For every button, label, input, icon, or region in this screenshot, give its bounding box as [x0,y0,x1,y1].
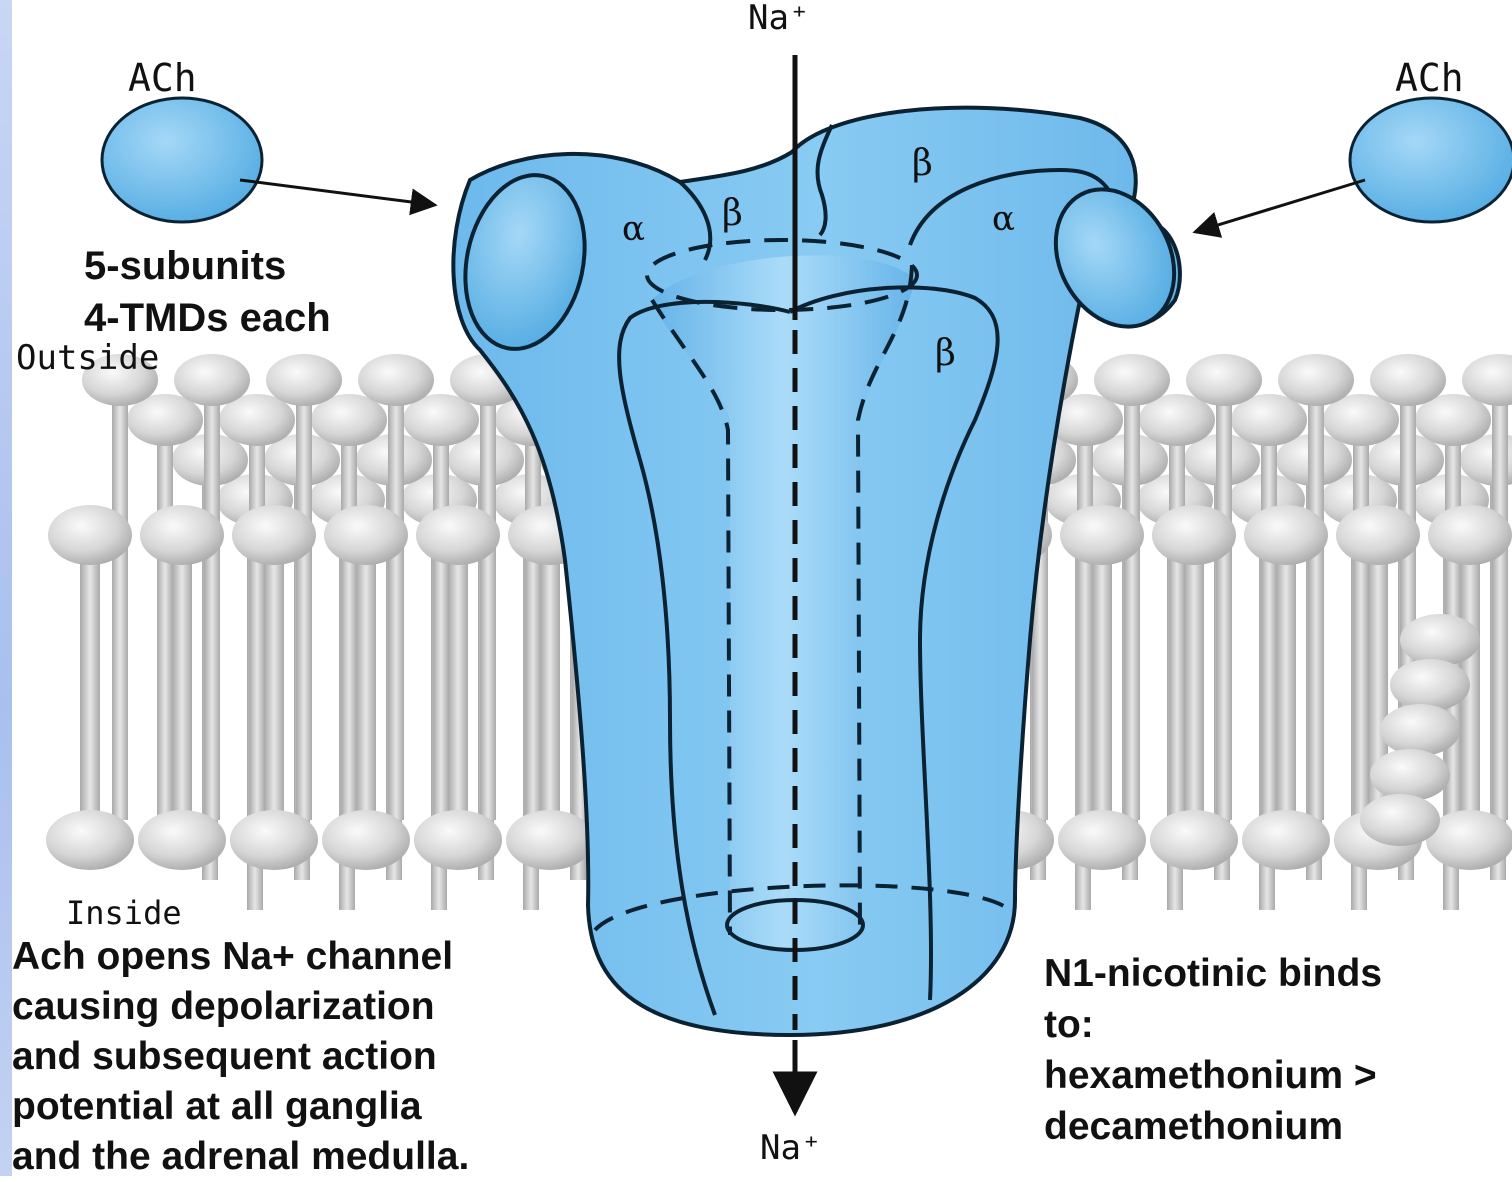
ach-arrow-right [1195,180,1365,232]
lipid-head [1370,354,1446,406]
outside-label: Outside [16,338,159,378]
lipid-head [358,354,434,406]
lipid-head [1242,810,1330,870]
right-note-line: hexamethonium > [1044,1050,1382,1101]
lipid-tail [1124,400,1140,820]
left-note-line: and subsequent action [12,1032,469,1082]
lipid-tail [1276,560,1296,820]
label-alpha-left: α [622,209,645,249]
lipid-tail [356,560,376,820]
lipid-head [48,505,132,565]
lipid-head [1152,505,1236,565]
ach-molecule-right [1350,98,1512,222]
lipid-tail [1092,560,1112,820]
lipid-tail [1492,400,1508,820]
right-note-line: decamethonium [1044,1101,1382,1152]
na-top-label: Na⁺ [748,0,809,38]
lipid-head [1360,794,1440,846]
lipid-tail [1184,560,1204,820]
inside-label: Inside [66,894,182,932]
lipid-tail [341,440,357,850]
lipid-tail [264,560,284,820]
lipid-tail [448,560,468,820]
lipid-head [174,354,250,406]
label-alpha-right: α [992,199,1015,239]
lipid-tail [1261,440,1277,850]
lipid-tail [1077,440,1093,850]
lipid-tail [540,560,560,820]
lipid-tail [1169,440,1185,850]
lipid-head [1244,505,1328,565]
lipid-head [414,810,502,870]
lipid-head [1278,354,1354,406]
label-beta-mid: β [722,193,743,234]
lipid-head [1186,354,1262,406]
subunits-label: 5-subunits [84,244,286,289]
lipid-head [1150,810,1238,870]
lipid-tail [80,560,100,820]
lipid-tail [1216,400,1232,820]
lipid-tail [1353,440,1369,850]
lipid-tail [525,440,541,850]
lipid-head [1058,810,1146,870]
lipid-tail [388,400,404,820]
ach-left-label: ACh [128,56,197,100]
lipid-tail [112,400,128,820]
lipid-head [1094,354,1170,406]
lipid-tail [433,440,449,850]
lipid-tail [1308,400,1324,820]
left-note: Ach opens Na+ channel causing depolariza… [12,932,469,1182]
lipid-tail [204,400,220,820]
right-note-line: to: [1044,999,1382,1050]
lipid-head [506,810,594,870]
ach-arrow-left [240,180,435,205]
lipid-tail [480,400,496,820]
lipid-head [1380,704,1460,756]
lipid-head [324,505,408,565]
lipid-head [416,505,500,565]
lipid-tail [172,560,192,820]
lipid-head [1060,505,1144,565]
na-bottom-label: Na⁺ [760,1128,821,1168]
left-note-line: causing depolarization [12,982,469,1032]
tmds-label: 4-TMDs each [84,296,331,341]
lipid-head [1336,505,1420,565]
lipid-tail [157,440,173,850]
lipid-head [1428,505,1512,565]
lipid-head [266,354,342,406]
lipid-head [138,810,226,870]
left-note-line: potential at all ganglia [12,1082,469,1132]
right-note: N1-nicotinic binds to: hexamethonium > d… [1044,948,1382,1152]
lipid-head [1390,659,1470,711]
ach-right-label: ACh [1395,56,1464,100]
lipid-head [46,810,134,870]
lipid-head [322,810,410,870]
ach-molecule-left [102,98,262,222]
lipid-head [140,505,224,565]
label-beta-top: β [912,143,933,184]
left-note-line: Ach opens Na+ channel [12,932,469,982]
lipid-head [1370,749,1450,801]
lipid-tail [296,400,312,820]
lipid-head [232,505,316,565]
right-note-line: N1-nicotinic binds [1044,948,1382,999]
lipid-head [1400,614,1480,666]
left-note-line: and the adrenal medulla. [12,1132,469,1182]
label-beta-right: β [935,333,956,374]
lipid-tail [249,440,265,850]
lipid-head [230,810,318,870]
